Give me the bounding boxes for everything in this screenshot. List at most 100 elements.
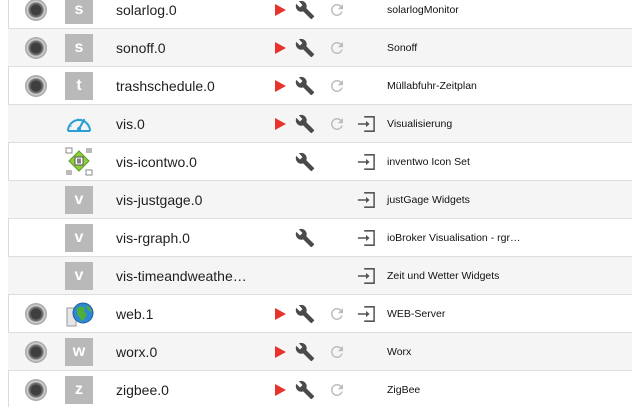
adapter-logo-letter: s <box>65 34 93 62</box>
reload-icon <box>330 3 343 16</box>
settings-button[interactable] <box>294 0 316 21</box>
status-indicator-icon[interactable] <box>25 75 47 97</box>
status-indicator-icon[interactable] <box>25 303 47 325</box>
adapter-logo-letter: z <box>65 376 93 404</box>
settings-button[interactable] <box>294 303 316 325</box>
upload-button[interactable] <box>355 265 377 287</box>
upload-icon <box>357 116 375 132</box>
instance-name: zigbee.0 <box>116 382 169 398</box>
instance-title: inventwo Icon Set <box>387 156 470 168</box>
instance-name: trashschedule.0 <box>116 78 215 94</box>
table-row-vis-0[interactable]: vis.0 Visualisierung <box>8 105 632 143</box>
instance-title: Visualisierung <box>387 118 453 130</box>
reload-icon <box>330 346 343 358</box>
start-button[interactable] <box>269 0 291 21</box>
reload-icon <box>330 384 343 396</box>
wrench-icon <box>295 152 315 172</box>
instance-title: justGage Widgets <box>387 194 470 206</box>
instance-name: vis-timeandweathe… <box>116 268 247 284</box>
start-button[interactable] <box>269 113 291 135</box>
start-button[interactable] <box>269 379 291 401</box>
table-row-vis-justgage-0[interactable]: v vis-justgage.0 justGage Widgets <box>8 181 632 219</box>
instance-name: vis-icontwo.0 <box>116 154 197 170</box>
restart-button[interactable] <box>326 303 348 325</box>
status-indicator-icon[interactable] <box>25 37 47 59</box>
table-row-worx-0[interactable]: w worx.0 Worx <box>8 333 632 371</box>
start-button[interactable] <box>269 37 291 59</box>
table-row-sonoff-0[interactable]: s sonoff.0 Sonoff <box>8 29 632 67</box>
play-icon <box>275 118 286 130</box>
play-icon <box>275 346 286 358</box>
upload-icon <box>357 306 375 322</box>
gauge-icon <box>67 118 91 132</box>
restart-button[interactable] <box>326 0 348 21</box>
upload-button[interactable] <box>355 189 377 211</box>
instance-name: web.1 <box>116 306 154 322</box>
status-indicator-icon[interactable] <box>25 0 47 21</box>
play-icon <box>275 42 286 54</box>
settings-button[interactable] <box>294 151 316 173</box>
logo-letter: s <box>74 39 84 56</box>
status-indicator-icon[interactable] <box>25 341 47 363</box>
upload-icon <box>357 268 375 284</box>
table-row-vis-rgraph-0[interactable]: v vis-rgraph.0 ioBroker Visualisation - … <box>8 219 632 257</box>
upload-button[interactable] <box>355 151 377 173</box>
restart-button[interactable] <box>326 113 348 135</box>
wrench-icon <box>295 114 315 134</box>
table-row-zigbee-0[interactable]: z zigbee.0 ZigBee <box>8 371 632 407</box>
adapter-logo-letter: v <box>65 186 93 214</box>
settings-button[interactable] <box>294 37 316 59</box>
settings-button[interactable] <box>294 379 316 401</box>
logo-letter: t <box>76 77 82 94</box>
restart-button[interactable] <box>326 379 348 401</box>
upload-icon <box>357 230 375 246</box>
play-icon <box>275 308 286 320</box>
icon-set-icon <box>65 147 93 176</box>
wrench-icon <box>295 304 315 324</box>
table-row-vis-icontwo-0[interactable]: vis-icontwo.0 inventwo Icon Set <box>8 143 632 181</box>
instance-title: Worx <box>387 346 412 358</box>
settings-button[interactable] <box>294 75 316 97</box>
play-icon <box>275 384 286 396</box>
settings-button[interactable] <box>294 113 316 135</box>
logo-letter: v <box>74 191 84 208</box>
start-button[interactable] <box>269 341 291 363</box>
instance-name: vis.0 <box>116 116 145 132</box>
restart-button[interactable] <box>326 37 348 59</box>
table-row-web-1[interactable]: web.1 WEB-Server <box>8 295 632 333</box>
adapter-logo-letter: w <box>65 338 93 366</box>
logo-letter: v <box>74 267 84 284</box>
settings-button[interactable] <box>294 227 316 249</box>
play-icon <box>275 80 286 92</box>
settings-button[interactable] <box>294 341 316 363</box>
upload-button[interactable] <box>355 227 377 249</box>
adapter-logo <box>65 147 93 176</box>
globe-icon <box>66 302 94 327</box>
table-row-solarlog-0[interactable]: s solarlog.0 solarlogMonitor <box>8 0 632 29</box>
instance-name: worx.0 <box>116 344 158 360</box>
table-row-trashschedule-0[interactable]: t trashschedule.0 Müllabfuhr-Zeitplan <box>8 67 632 105</box>
instance-title: Zeit und Wetter Widgets <box>387 270 500 282</box>
wrench-icon <box>295 228 315 248</box>
play-icon <box>275 4 286 16</box>
table-row-vis-timeandweathe[interactable]: v vis-timeandweathe… Zeit und Wetter Wid… <box>8 257 632 295</box>
start-button[interactable] <box>269 75 291 97</box>
upload-icon <box>357 154 375 170</box>
instance-name: solarlog.0 <box>116 2 177 18</box>
restart-button[interactable] <box>326 341 348 363</box>
adapter-logo-letter: t <box>65 72 93 100</box>
status-indicator-icon[interactable] <box>25 379 47 401</box>
reload-icon <box>330 79 343 92</box>
logo-letter: s <box>74 1 84 18</box>
instance-name: vis-rgraph.0 <box>116 230 190 246</box>
restart-button[interactable] <box>326 75 348 97</box>
logo-letter: v <box>74 229 84 246</box>
start-button[interactable] <box>269 303 291 325</box>
reload-icon <box>330 308 343 320</box>
upload-button[interactable] <box>355 303 377 325</box>
logo-letter: z <box>75 381 83 398</box>
upload-icon <box>357 192 375 208</box>
upload-button[interactable] <box>355 113 377 135</box>
instance-name: sonoff.0 <box>116 40 166 56</box>
